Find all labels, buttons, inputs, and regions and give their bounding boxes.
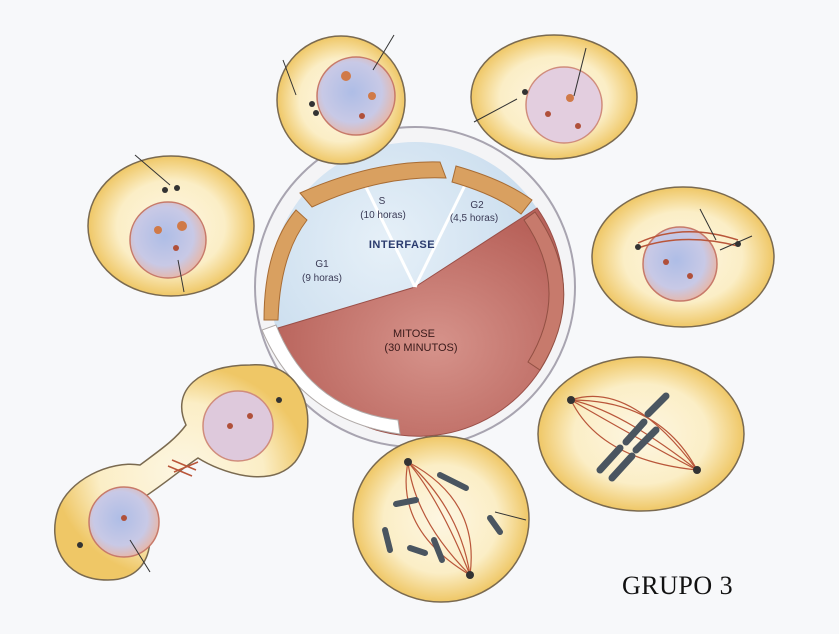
cell-membrane — [538, 357, 744, 511]
cell-anaphase — [353, 436, 529, 602]
interphase-label: INTERFASE — [369, 239, 435, 251]
centriole — [313, 110, 319, 116]
nucleolus — [575, 123, 581, 129]
centriole — [693, 466, 701, 474]
g1-phase-duration: (9 horas) — [302, 273, 342, 284]
nucleolus — [566, 94, 574, 102]
s-phase-duration: (10 horas) — [360, 210, 406, 221]
cell-interphase-top — [277, 35, 405, 164]
nucleolus — [173, 245, 179, 251]
s-phase-name: S — [379, 196, 386, 207]
nucleolus — [154, 226, 162, 234]
nucleolus — [341, 71, 351, 81]
cell-nucleus — [89, 487, 159, 557]
cell-nucleus — [643, 227, 717, 301]
cell-nucleus — [317, 57, 395, 135]
centriole — [522, 89, 528, 95]
cell-nucleus — [203, 391, 273, 461]
dividing-cell-membrane — [55, 365, 308, 580]
centriole — [567, 396, 575, 404]
cell-membrane — [353, 436, 529, 602]
centriole — [77, 542, 83, 548]
nucleolus — [663, 259, 669, 265]
cell-prophase — [592, 187, 774, 327]
cell-interphase-g2 — [471, 35, 637, 159]
centriole — [309, 101, 315, 107]
centriole — [162, 187, 168, 193]
nucleolus — [247, 413, 253, 419]
nucleolus — [545, 111, 551, 117]
g2-phase-duration: (4,5 horas) — [450, 213, 498, 224]
cell-nucleus — [130, 202, 206, 278]
nucleolus — [227, 423, 233, 429]
centriole — [174, 185, 180, 191]
centriole — [466, 571, 474, 579]
nucleolus — [359, 113, 365, 119]
g2-phase-name: G2 — [470, 200, 484, 211]
cell-interphase-left — [88, 155, 254, 296]
cell-nucleus — [526, 67, 602, 143]
nucleolus — [177, 221, 187, 231]
cell-metaphase — [538, 357, 744, 511]
mitosis-duration: (30 MINUTOS) — [384, 342, 457, 354]
mitosis-name: MITOSE — [393, 328, 435, 340]
nucleolus — [368, 92, 376, 100]
centriole — [635, 244, 641, 250]
nucleolus — [121, 515, 127, 521]
centriole — [404, 458, 412, 466]
g1-phase-name: G1 — [315, 259, 329, 270]
nucleolus — [687, 273, 693, 279]
group-label: GRUPO 3 — [622, 571, 733, 601]
cell-telophase — [55, 365, 308, 580]
centriole — [276, 397, 282, 403]
